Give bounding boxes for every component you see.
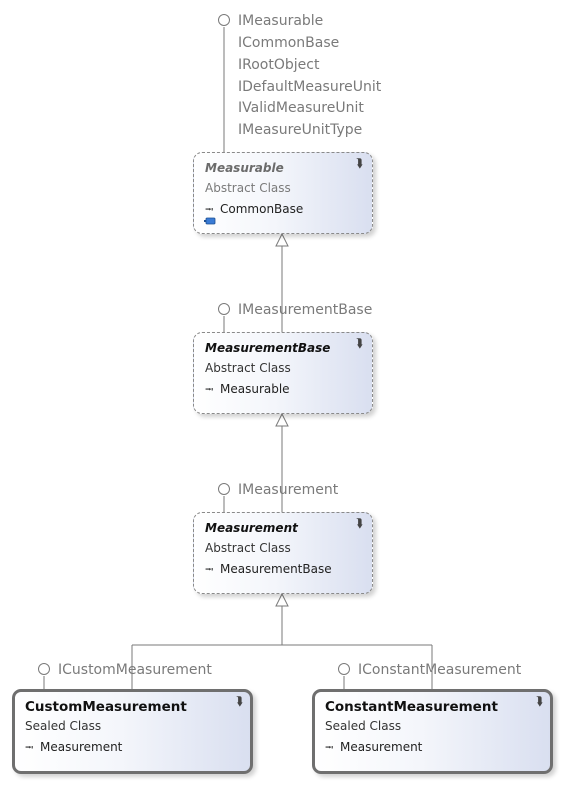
field-icon: [204, 217, 216, 225]
double-chevron-down-icon[interactable]: ⮯: [355, 516, 363, 530]
base-class-name: Measurement: [340, 740, 423, 754]
base-class-row: ⭲ CommonBase: [205, 201, 303, 220]
base-class-row: ⭲ Measurement: [25, 739, 122, 758]
class-box-measurable[interactable]: Measurable ⮯ Abstract Class ⭲ CommonBase: [193, 152, 373, 234]
interface-label: IMeasurement: [238, 482, 339, 498]
class-box-constant-measurement[interactable]: ConstantMeasurement ⮯ Sealed Class ⭲ Meas…: [312, 689, 553, 774]
class-name: CustomMeasurement: [25, 699, 187, 715]
class-name: ConstantMeasurement: [325, 699, 498, 715]
class-box-measurement[interactable]: Measurement ⮯ Abstract Class ⭲ Measuremen…: [193, 512, 373, 594]
base-class-name: CommonBase: [220, 202, 304, 216]
class-kind: Abstract Class: [205, 541, 291, 555]
base-class-name: Measurement: [40, 740, 123, 754]
double-chevron-down-icon[interactable]: ⮯: [355, 336, 363, 350]
inherit-arrowhead-measurementbase: [275, 412, 289, 427]
interface-lollipop-icon: [38, 663, 50, 675]
double-chevron-down-icon[interactable]: ⮯: [535, 694, 543, 708]
interface-label: IRootObject: [238, 57, 320, 73]
interface-label: IMeasurable: [238, 13, 324, 29]
interface-label: IMeasureUnitType: [238, 122, 363, 138]
double-chevron-down-icon[interactable]: ⮯: [235, 694, 243, 708]
base-class-row: ⭲ Measurable: [205, 381, 290, 400]
interface-label: ICustomMeasurement: [58, 662, 212, 678]
inheritance-arrow-icon: ⭲: [205, 203, 214, 216]
class-kind: Sealed Class: [25, 719, 102, 733]
class-kind: Abstract Class: [205, 361, 291, 375]
inheritance-arrow-icon: ⭲: [25, 741, 34, 754]
base-class-row: ⭲ Measurement: [325, 739, 422, 758]
class-kind: Sealed Class: [325, 719, 402, 733]
inheritance-arrow-icon: ⭲: [205, 383, 214, 396]
interface-label: IMeasurementBase: [238, 302, 373, 318]
interface-label: ICommonBase: [238, 35, 340, 51]
class-box-custom-measurement[interactable]: CustomMeasurement ⮯ Sealed Class ⭲ Measur…: [12, 689, 253, 774]
interface-label: IDefaultMeasureUnit: [238, 79, 382, 95]
interface-label: IValidMeasureUnit: [238, 100, 364, 116]
base-class-row: ⭲ MeasurementBase: [205, 561, 332, 580]
class-name: Measurement: [205, 521, 298, 535]
interface-lollipop-icon: [218, 303, 230, 315]
class-name: Measurable: [205, 161, 284, 175]
interface-lollipop-icon: [218, 14, 230, 26]
base-class-name: MeasurementBase: [220, 562, 332, 576]
inheritance-arrow-icon: ⭲: [325, 741, 334, 754]
class-name: MeasurementBase: [205, 341, 331, 355]
inheritance-arrow-icon: ⭲: [205, 563, 214, 576]
class-kind: Abstract Class: [205, 181, 291, 195]
interface-label: IConstantMeasurement: [358, 662, 522, 678]
base-class-name: Measurable: [220, 382, 290, 396]
inherit-arrowhead-measurement: [275, 592, 289, 607]
inherit-arrowhead-measurable: [275, 232, 289, 247]
interface-lollipop-icon: [338, 663, 350, 675]
interface-lollipop-icon: [218, 483, 230, 495]
double-chevron-down-icon[interactable]: ⮯: [355, 156, 363, 170]
class-box-measurement-base[interactable]: MeasurementBase ⮯ Abstract Class ⭲ Measur…: [193, 332, 373, 414]
